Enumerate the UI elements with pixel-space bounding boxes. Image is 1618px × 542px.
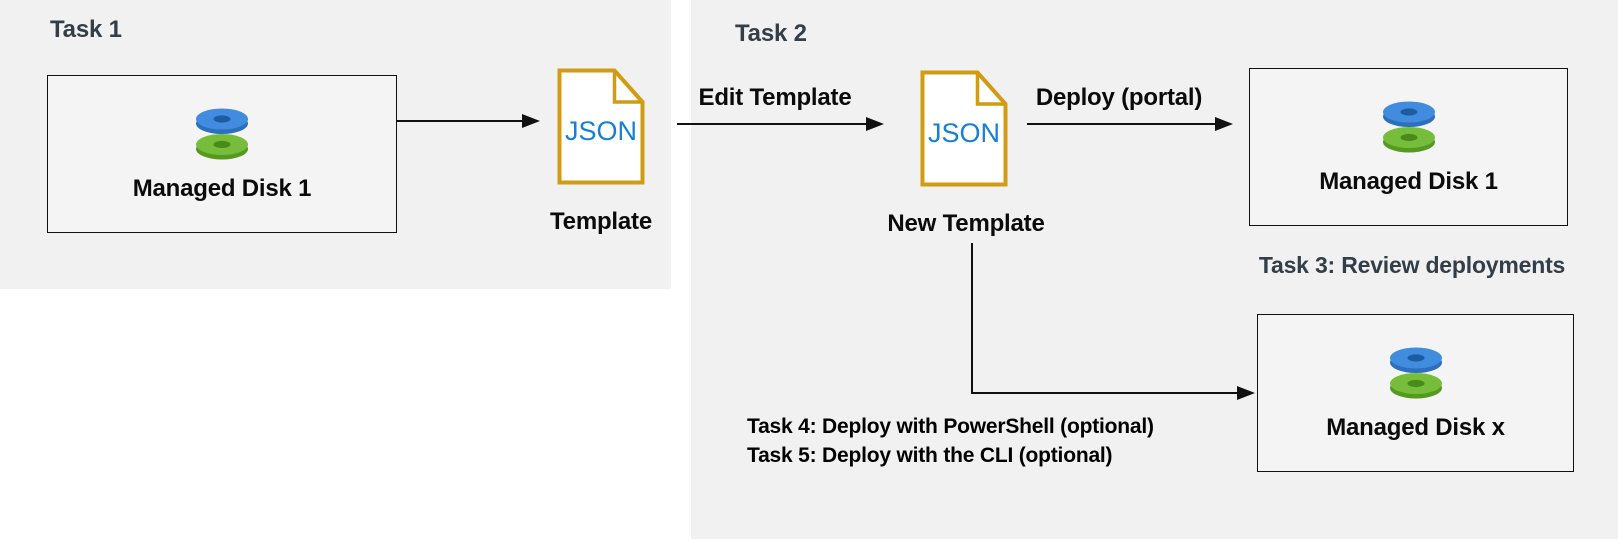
json-text: JSON <box>928 118 1000 148</box>
new-template-label: New Template <box>887 210 1045 237</box>
task1-heading: Task 1 <box>50 16 122 43</box>
managed-disk-icon <box>196 108 248 159</box>
managed-disk-1-source-box: Managed Disk 1 <box>47 75 397 233</box>
managed-disk-1-source-label: Managed Disk 1 <box>132 174 312 202</box>
task4-note: Task 4: Deploy with PowerShell (optional… <box>747 415 1154 438</box>
managed-disk-x-box: Managed Disk x <box>1257 314 1574 472</box>
json-template-file-icon: JSON <box>557 68 645 185</box>
deploy-portal-label: Deploy (portal) <box>1035 84 1203 111</box>
task3-note: Task 3: Review deployments <box>1258 252 1566 278</box>
managed-disk-icon <box>1382 101 1435 152</box>
managed-disk-1-deployed-label: Managed Disk 1 <box>1319 167 1498 195</box>
task45-notes: Task 4: Deploy with PowerShell (optional… <box>747 412 1154 470</box>
template-label: Template <box>550 208 652 235</box>
task2-heading: Task 2 <box>735 20 807 47</box>
json-text: JSON <box>565 116 637 146</box>
task5-note: Task 5: Deploy with the CLI (optional) <box>747 444 1113 467</box>
managed-disk-icon <box>1389 347 1442 398</box>
edit-template-label: Edit Template <box>698 84 852 111</box>
managed-disk-1-deployed-box: Managed Disk 1 <box>1249 68 1568 226</box>
json-new-template-file-icon: JSON <box>920 70 1008 187</box>
managed-disk-x-label: Managed Disk x <box>1326 413 1505 441</box>
